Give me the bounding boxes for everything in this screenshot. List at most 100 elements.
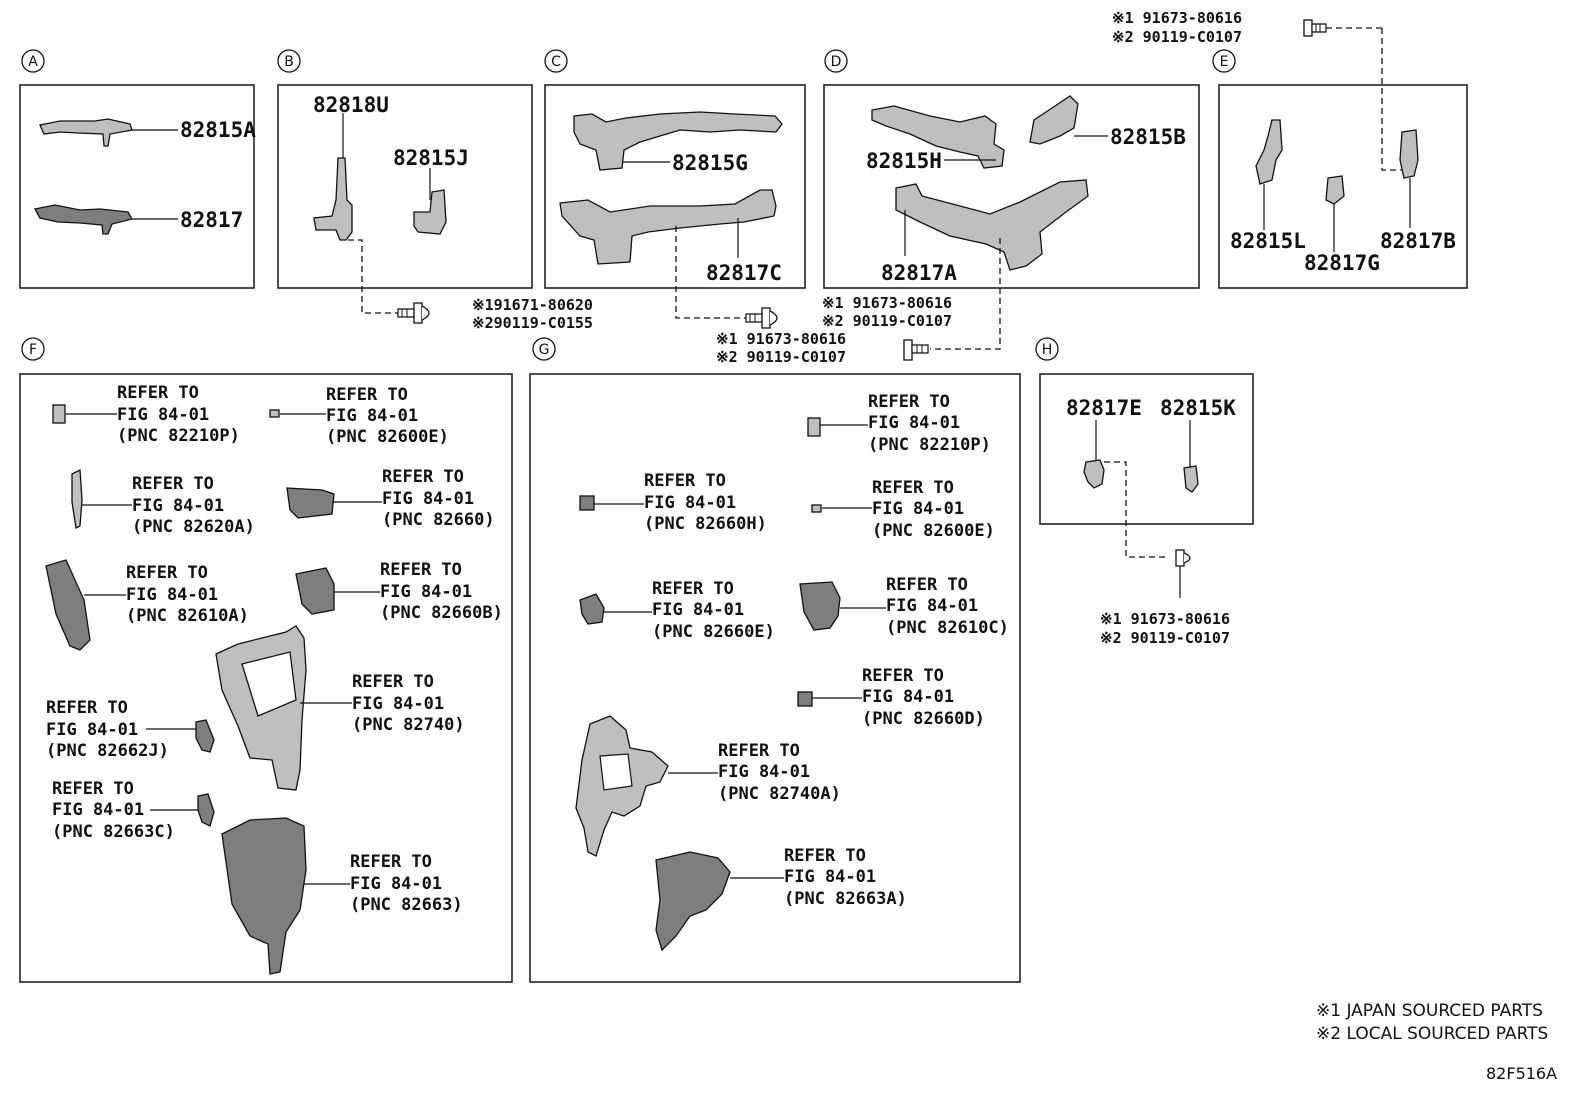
label-82818u: 82818U (313, 93, 389, 117)
svg-text:REFER TO: REFER TO (862, 666, 944, 686)
panel-a-box (19, 84, 255, 289)
screw-b-line1: ※191671-80620 (472, 296, 593, 314)
bracket-82817b-shape (1399, 129, 1419, 179)
panel-d: 82815H 82815B 82817A (866, 95, 1186, 350)
screw-e-line2: ※2 90119-C0107 (1112, 28, 1242, 46)
panel-e-box (1218, 84, 1468, 289)
svg-text:REFER TO: REFER TO (380, 560, 462, 580)
svg-text:FIG 84-01: FIG 84-01 (652, 600, 744, 620)
label-82817: 82817 (180, 208, 243, 232)
svg-text:REFER TO: REFER TO (52, 779, 134, 799)
panel-letter-e: E (1220, 54, 1229, 70)
svg-text:FIG 84-01: FIG 84-01 (52, 800, 144, 820)
panel-d-box (823, 84, 1200, 289)
bracket-82818u-shape (313, 157, 353, 241)
svg-text:(PNC 82210P): (PNC 82210P) (868, 435, 991, 455)
panel-h-box (1039, 373, 1254, 525)
callout-g-82663a: REFER TO FIG 84-01 (PNC 82663A) (655, 846, 907, 952)
panel-letter-c: C (551, 54, 561, 70)
screw-group-b: ※191671-80620 ※290119-C0155 (397, 296, 593, 332)
callout-f-82663c: REFER TO FIG 84-01 (PNC 82663C) (52, 779, 215, 842)
panel-g: REFER TO FIG 84-01 (PNC 82210P) REFER TO… (575, 392, 1009, 952)
screw-c-line2: ※2 90119-C0107 (822, 312, 952, 330)
callout-f-82610a: REFER TO FIG 84-01 (PNC 82610A) (45, 559, 249, 651)
screw-h-line2: ※2 90119-C0107 (1100, 629, 1230, 647)
svg-text:REFER TO: REFER TO (652, 579, 734, 599)
panel-letters: A B C D E F G H (21, 49, 1236, 361)
svg-text:REFER TO: REFER TO (886, 575, 968, 595)
svg-text:REFER TO: REFER TO (132, 474, 214, 494)
label-82817c: 82817C (706, 261, 782, 285)
panel-b: 82818U 82815J (313, 93, 469, 314)
callout-f-82620a: REFER TO FIG 84-01 (PNC 82620A) (71, 468, 255, 537)
label-82815l: 82815L (1230, 229, 1306, 253)
svg-text:(PNC 82660D): (PNC 82660D) (862, 709, 985, 729)
rail-82817c-shape (559, 189, 777, 265)
panel-b-box (277, 84, 533, 289)
label-82815h: 82815H (866, 149, 942, 173)
screw-icon (745, 307, 778, 329)
panel-letter-h: H (1042, 342, 1053, 358)
panel-g-box (529, 373, 1021, 983)
svg-text:(PNC 82660E): (PNC 82660E) (652, 622, 775, 642)
note-local-sourced: ※2 LOCAL SOURCED PARTS (1316, 1024, 1548, 1044)
svg-text:FIG 84-01: FIG 84-01 (132, 496, 224, 516)
callout-g-82740a: REFER TO FIG 84-01 (PNC 82740A) (575, 715, 841, 857)
svg-text:(PNC 82660B): (PNC 82660B) (380, 603, 503, 623)
svg-text:FIG 84-01: FIG 84-01 (886, 596, 978, 616)
bracket-82817g-shape (1325, 175, 1345, 205)
svg-text:(PNC 82600E): (PNC 82600E) (326, 427, 449, 447)
screw-d-line2: ※2 90119-C0107 (716, 348, 846, 366)
screw-d-line1: ※1 91673-80616 (716, 330, 846, 348)
svg-text:REFER TO: REFER TO (872, 478, 954, 498)
svg-text:(PNC 82660): (PNC 82660) (382, 510, 495, 530)
svg-text:REFER TO: REFER TO (868, 392, 950, 412)
svg-text:REFER TO: REFER TO (382, 467, 464, 487)
callout-g-82610c: REFER TO FIG 84-01 (PNC 82610C) (799, 575, 1009, 638)
screw-h-line1: ※1 91673-80616 (1100, 610, 1230, 628)
figure-code: 82F516A (1486, 1064, 1557, 1083)
svg-text:(PNC 82610C): (PNC 82610C) (886, 618, 1009, 638)
panel-e: 82815L 82817G 82817B (1230, 27, 1456, 275)
svg-text:FIG 84-01: FIG 84-01 (126, 585, 218, 605)
svg-text:FIG 84-01: FIG 84-01 (872, 499, 964, 519)
callout-g-82660d: REFER TO FIG 84-01 (PNC 82660D) (797, 666, 985, 729)
label-82815k: 82815K (1160, 396, 1236, 420)
svg-text:FIG 84-01: FIG 84-01 (352, 694, 444, 714)
panel-f-box (19, 373, 513, 983)
svg-text:(PNC 82663A): (PNC 82663A) (784, 889, 907, 909)
svg-text:REFER TO: REFER TO (117, 383, 199, 403)
callout-g-82210p: REFER TO FIG 84-01 (PNC 82210P) (807, 392, 991, 455)
label-82815g: 82815G (672, 151, 748, 175)
bracket-82817-shape (33, 204, 133, 235)
rail-82815h-shape (871, 105, 1005, 169)
svg-text:(PNC 82663C): (PNC 82663C) (52, 822, 175, 842)
svg-text:(PNC 82663): (PNC 82663) (350, 895, 463, 915)
panel-a: 82815A 82817 (33, 118, 256, 235)
svg-text:FIG 84-01: FIG 84-01 (644, 493, 736, 513)
svg-text:REFER TO: REFER TO (718, 741, 800, 761)
screw-group-h: ※1 91673-80616 ※2 90119-C0107 (1100, 549, 1230, 647)
svg-text:FIG 84-01: FIG 84-01 (46, 720, 138, 740)
svg-text:FIG 84-01: FIG 84-01 (868, 413, 960, 433)
svg-text:FIG 84-01: FIG 84-01 (382, 489, 474, 509)
svg-text:REFER TO: REFER TO (46, 698, 128, 718)
screw-c-line1: ※1 91673-80616 (822, 294, 952, 312)
bracket-82815k-shape (1183, 465, 1199, 493)
label-82817g: 82817G (1304, 251, 1380, 275)
panel-letter-g: G (539, 342, 550, 358)
svg-text:FIG 84-01: FIG 84-01 (350, 874, 442, 894)
panel-letter-b: B (284, 54, 294, 70)
panel-h: 82817E 82815K (1066, 396, 1236, 558)
panel-letter-a: A (28, 54, 38, 70)
label-82817e: 82817E (1066, 396, 1142, 420)
screw-b-line2: ※290119-C0155 (472, 314, 593, 332)
panel-c-box (544, 84, 806, 289)
callout-f-82663: REFER TO FIG 84-01 (PNC 82663) (221, 817, 463, 975)
screw-icon (1303, 19, 1327, 37)
svg-text:(PNC 82600E): (PNC 82600E) (872, 521, 995, 541)
screw-group-e: ※1 91673-80616 ※2 90119-C0107 (1112, 9, 1327, 46)
panel-letter-d: D (831, 54, 842, 70)
callout-f-82210p: REFER TO FIG 84-01 (PNC 82210P) (52, 383, 240, 446)
